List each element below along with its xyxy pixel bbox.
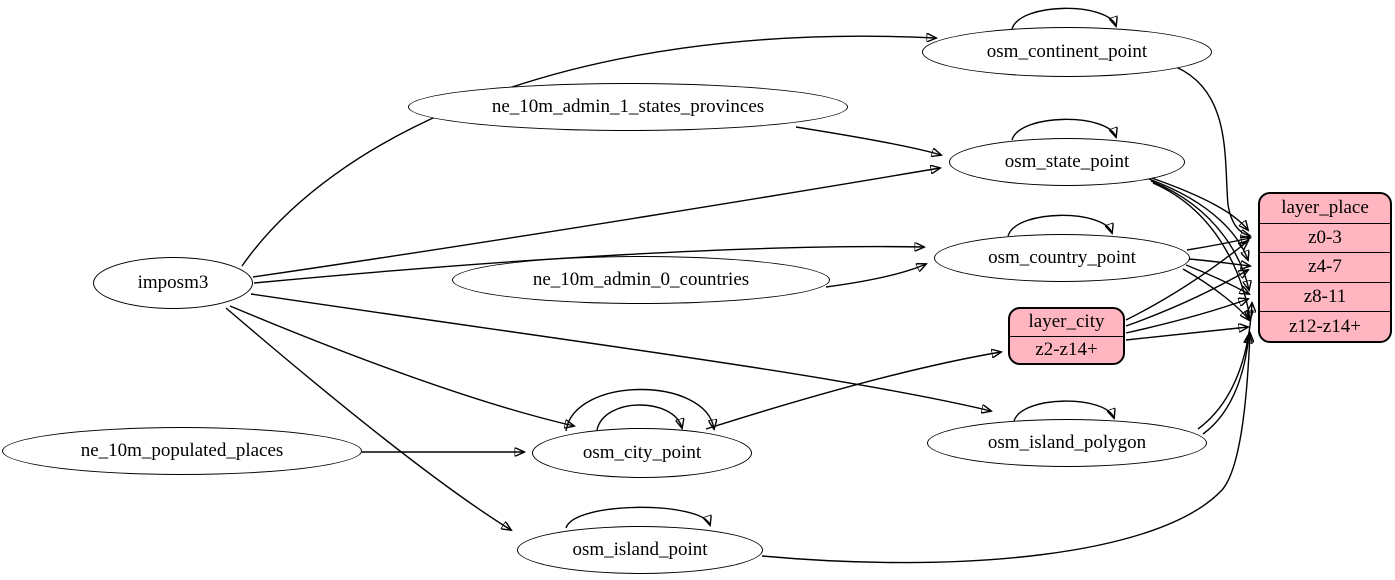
selfloop-osm_island_polygon — [1013, 400, 1114, 422]
record-layer-city: layer_city z2-z14+ — [1008, 307, 1125, 365]
edge-osm_continent_point-z0-3 — [1175, 66, 1250, 236]
selfloop-osm_continent_point — [1011, 7, 1116, 30]
edge-layer_city-z8-11 — [1125, 299, 1248, 334]
edge-osm_country_point-z0-3 — [1186, 238, 1250, 251]
edge-osm_island_polygon-z12-z14 — [1202, 334, 1249, 435]
selfloop-osm_state_point — [1011, 118, 1116, 141]
edge-osm_state_point-z4-7 — [1148, 178, 1248, 260]
selfloop-osm_city_point-outer — [565, 388, 714, 431]
node-imposm3: imposm3 — [93, 257, 253, 309]
edge-layer_city-z12-z14 — [1125, 327, 1248, 341]
node-osm-island-point: osm_island_point — [517, 526, 763, 574]
layer-place-title: layer_place — [1281, 197, 1369, 219]
edge-ne_10m_admin_0_countries-osm_country_point — [825, 264, 926, 288]
edge-imposm3-osm_city_point — [229, 305, 574, 426]
edge-osm_country_point-z8-11 — [1185, 264, 1249, 294]
edge-imposm3-osm_continent_point — [241, 36, 936, 267]
edge-osm_island_point-z12-z14 — [761, 333, 1250, 564]
layer-city-row-z2-z14: z2-z14+ — [1010, 335, 1123, 364]
layer-place-row-z0-3: z0-3 — [1260, 222, 1390, 253]
layer-place-row-z4-7: z4-7 — [1260, 252, 1390, 282]
edge-osm_state_point-z0-3 — [1145, 175, 1248, 230]
edge-layer_city-z4-7 — [1125, 270, 1248, 327]
layer-city-title: layer_city — [1028, 311, 1105, 333]
node-osm-country-point: osm_country_point — [934, 234, 1190, 282]
node-osm-continent-point: osm_continent_point — [922, 27, 1212, 77]
node-osm-island-polygon: osm_island_polygon — [927, 419, 1207, 467]
layer-place-row-z12-z14: z12-z14+ — [1260, 311, 1390, 341]
edge-osm_state_point-z8-11 — [1150, 180, 1249, 290]
node-ne-10m-admin-0-countries: ne_10m_admin_0_countries — [452, 256, 830, 304]
edge-imposm3-osm_state_point — [252, 168, 940, 278]
layer-place-row-z8-11: z8-11 — [1260, 281, 1390, 312]
node-ne-10m-populated-places: ne_10m_populated_places — [2, 427, 362, 475]
edge-osm_island_polygon-z8-11 — [1197, 303, 1252, 430]
edge-imposm3-osm_country_point — [253, 247, 924, 284]
edge-osm_country_point-z4-7 — [1188, 258, 1250, 266]
edge-layer_city-z0-3 — [1125, 241, 1248, 321]
edge-osm_city_point-layer_city — [705, 352, 1001, 430]
selfloop-osm_city_point-inner — [596, 404, 682, 431]
edge-imposm3-osm_island_point — [225, 307, 511, 530]
selfloop-osm_country_point — [1007, 214, 1112, 237]
edge-ne_10m_admin_1_states_provinces-osm_state_point — [795, 126, 941, 155]
edge-imposm3-osm_island_polygon — [250, 293, 991, 411]
selfloop-osm_island_point — [565, 506, 710, 529]
edge-osm_country_point-z12-z14 — [1182, 268, 1249, 320]
record-layer-place: layer_place z0-3 z4-7 z8-11 z12-z14+ — [1258, 192, 1392, 343]
node-ne-10m-admin-1-states-provinces: ne_10m_admin_1_states_provinces — [408, 83, 848, 131]
node-osm-city-point: osm_city_point — [532, 428, 752, 478]
node-osm-state-point: osm_state_point — [949, 138, 1185, 186]
